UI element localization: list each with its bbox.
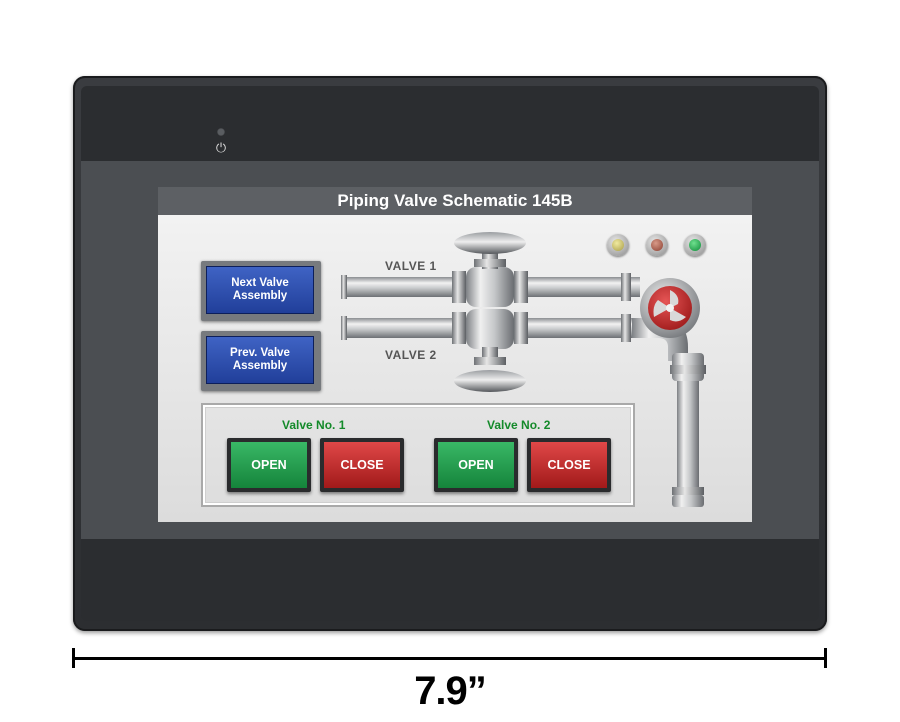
piping-schematic xyxy=(341,232,706,507)
valve-1-close-frame: CLOSE xyxy=(320,438,404,492)
prev-valve-assembly-button[interactable]: Prev. Valve Assembly xyxy=(206,336,314,384)
valve-1-open-button[interactable]: OPEN xyxy=(231,442,307,488)
hmi-screen: Piping Valve Schematic 145B xyxy=(158,187,752,522)
valve-2-open-button[interactable]: OPEN xyxy=(438,442,514,488)
pump-icon xyxy=(640,278,700,338)
valve-2-open-frame: OPEN xyxy=(434,438,518,492)
pipe-valve-2 xyxy=(341,309,632,392)
bezel-bottom-band xyxy=(81,539,819,621)
indicator-green-icon xyxy=(684,234,706,256)
next-valve-frame: Next Valve Assembly xyxy=(201,261,321,321)
next-valve-assembly-button[interactable]: Next Valve Assembly xyxy=(206,266,314,314)
prev-valve-frame: Prev. Valve Assembly xyxy=(201,331,321,391)
power-icon: ⏻ xyxy=(215,141,227,156)
indicator-yellow-icon xyxy=(607,234,629,256)
valve-2-close-frame: CLOSE xyxy=(527,438,611,492)
valve-control-panel xyxy=(201,403,635,507)
pipe-valve-1 xyxy=(341,232,640,307)
dimension-label: 7.9” xyxy=(414,669,487,713)
dimension-tick-right xyxy=(824,648,827,668)
screen-title: Piping Valve Schematic 145B xyxy=(158,187,752,215)
valve-2-close-button[interactable]: CLOSE xyxy=(531,442,607,488)
valve-2-group-label: Valve No. 2 xyxy=(487,418,551,432)
valve-1-open-frame: OPEN xyxy=(227,438,311,492)
status-led xyxy=(217,128,225,136)
valve-1-close-button[interactable]: CLOSE xyxy=(324,442,400,488)
bezel-top-band xyxy=(81,86,819,161)
dimension-line xyxy=(73,657,827,660)
valve-2-label: VALVE 2 xyxy=(385,348,437,362)
riser-pipe xyxy=(632,318,706,507)
valve-1-label: VALVE 1 xyxy=(385,259,437,273)
indicator-red-icon xyxy=(646,234,668,256)
valve-1-group-label: Valve No. 1 xyxy=(282,418,346,432)
